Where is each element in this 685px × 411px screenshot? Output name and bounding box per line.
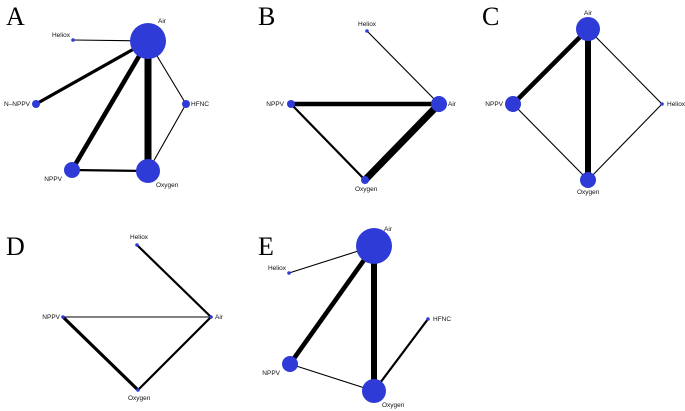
edge-c-air-nppv <box>511 27 590 106</box>
node-label-d-air: Air <box>215 314 224 321</box>
edge-a-air-nnppv <box>35 39 149 106</box>
node-label-e-nppv: NPPV <box>262 370 280 377</box>
node-label-a-hfnc: HFNC <box>191 101 209 108</box>
node-a-hfnc <box>182 100 190 108</box>
node-a-nppv <box>64 162 80 178</box>
edge-c-heliox-oxygen <box>587 103 663 181</box>
node-label-c-air: Air <box>584 10 593 17</box>
node-label-a-nnppv: N–NPPV <box>4 101 31 108</box>
edge-b-air-oxygen <box>362 101 442 183</box>
panel-letter-e: E <box>258 232 274 261</box>
node-label-d-nppv: NPPV <box>42 314 60 321</box>
node-label-b-oxygen: Oxygen <box>355 186 378 193</box>
node-e-oxygen <box>362 379 386 403</box>
edge-e-air-nppv <box>288 244 376 366</box>
edge-d-nppv-oxygen <box>61 315 140 392</box>
node-e-hfnc <box>426 317 430 321</box>
node-label-e-hfnc: HFNC <box>433 316 451 323</box>
node-b-oxygen <box>361 176 369 184</box>
node-label-d-oxygen: Oxygen <box>128 395 151 402</box>
edge-d-heliox-air <box>136 244 212 318</box>
node-label-e-heliox: Heliox <box>268 265 287 272</box>
node-a-heliox <box>71 38 75 42</box>
node-b-nppv <box>287 100 295 108</box>
node-d-air <box>209 315 213 319</box>
edge-a-nppv-oxygen <box>71 168 149 173</box>
node-b-air <box>431 96 447 112</box>
edge-e-hfnc-oxygen <box>373 318 429 392</box>
node-e-heliox <box>287 271 291 275</box>
edge-b-heliox-air <box>366 30 440 105</box>
panel-letter-b: B <box>258 2 275 31</box>
panel-letter-a: A <box>6 2 25 31</box>
edge-c-nppv-oxygen <box>512 103 589 181</box>
node-e-nppv <box>282 356 298 372</box>
node-e-air <box>356 228 392 264</box>
node-label-b-heliox: Heliox <box>358 21 377 28</box>
edge-e-nppv-oxygen <box>289 363 375 392</box>
node-d-oxygen <box>136 388 140 392</box>
node-a-oxygen <box>136 159 160 183</box>
edge-d-air-oxygen <box>137 316 212 391</box>
node-label-a-oxygen: Oxygen <box>156 182 179 189</box>
node-label-b-nppv: NPPV <box>266 101 284 108</box>
edge-a-air-nppv <box>70 39 150 172</box>
node-label-d-heliox: Heliox <box>130 234 149 241</box>
node-label-b-air: Air <box>448 101 457 108</box>
node-d-heliox <box>135 243 139 247</box>
node-label-a-heliox: Heliox <box>52 32 71 39</box>
node-label-c-nppv: NPPV <box>485 101 503 108</box>
node-c-heliox <box>660 102 664 106</box>
node-c-air <box>576 17 600 41</box>
node-label-a-nppv: NPPV <box>44 176 62 183</box>
node-label-c-oxygen: Oxygen <box>577 189 600 196</box>
node-label-e-oxygen: Oxygen <box>382 402 405 409</box>
panel-letter-c: C <box>482 2 499 31</box>
panel-letter-d: D <box>6 232 25 261</box>
node-b-heliox <box>365 29 369 33</box>
node-label-c-heliox: Heliox <box>667 101 685 108</box>
edge-c-air-heliox <box>587 28 663 105</box>
node-d-nppv <box>61 315 65 319</box>
node-a-nnppv <box>32 100 40 108</box>
edge-a-oxygen-hfnc <box>147 103 187 172</box>
node-label-a-air: Air <box>158 18 167 25</box>
node-c-oxygen <box>580 172 596 188</box>
node-label-e-air: Air <box>384 226 393 233</box>
edge-b-nppv-oxygen <box>290 103 366 181</box>
node-c-nppv <box>505 96 521 112</box>
node-a-air <box>130 23 166 59</box>
